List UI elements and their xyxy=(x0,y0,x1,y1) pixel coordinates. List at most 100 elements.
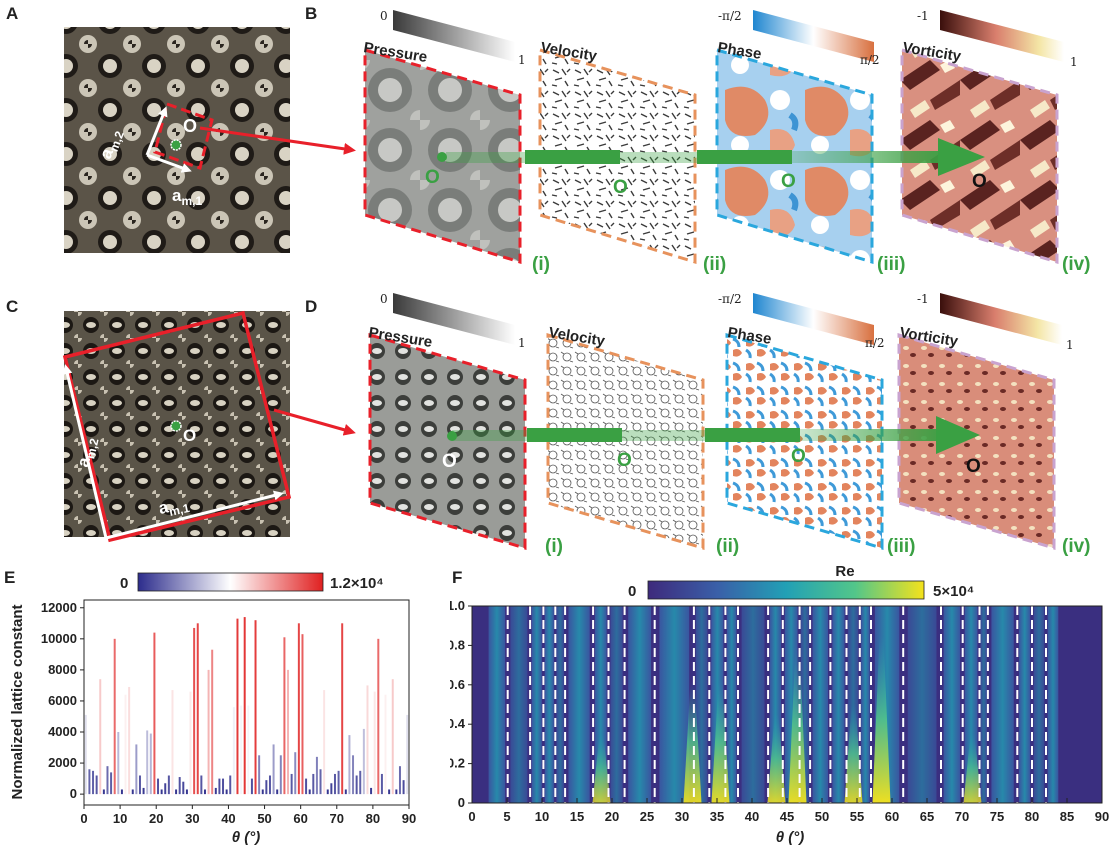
bar xyxy=(175,789,178,795)
bar xyxy=(182,781,185,795)
bar xyxy=(388,789,391,795)
bar xyxy=(398,766,401,795)
y-tick-label: 0.4 xyxy=(450,716,466,731)
stack-arrow-head-b xyxy=(938,138,985,176)
bar xyxy=(330,783,333,795)
bar xyxy=(164,783,167,795)
bar xyxy=(102,789,105,795)
x-tick-label: 40 xyxy=(221,811,235,826)
heatmap-band xyxy=(812,606,828,803)
x-tick-label: 0 xyxy=(80,811,87,826)
stack-arrow-segment-b2 xyxy=(697,150,792,164)
heatmap-band xyxy=(741,606,765,803)
bar xyxy=(377,638,380,795)
stack-arrow-tail-d xyxy=(800,429,940,441)
heatmap-band xyxy=(907,606,937,803)
pressure-cb-min-d: 0 xyxy=(380,292,388,306)
lattice-image-a xyxy=(64,27,290,253)
colorbar-max-f: 5×10⁴ xyxy=(933,583,974,600)
bar xyxy=(380,773,383,795)
bar xyxy=(149,733,152,795)
stack-arrow-head-d xyxy=(936,416,980,454)
y-axis-label-e: Normalized lattice constant xyxy=(9,604,26,799)
heatmap-band xyxy=(1019,606,1031,803)
zoom-arrow-c xyxy=(273,408,356,436)
bar xyxy=(131,789,134,795)
roman-label-d1: (i) xyxy=(545,536,563,557)
x-tick-label: 55 xyxy=(850,809,864,824)
bar xyxy=(362,728,365,795)
pressure-cb-min-b: 0 xyxy=(380,9,388,23)
y-tick-label: 0.6 xyxy=(450,677,465,692)
vorticity-colorbar-d xyxy=(940,293,1062,345)
x-tick-label: 60 xyxy=(293,811,307,826)
phase-colorbar-d xyxy=(753,293,874,345)
panel-label-f: F xyxy=(452,568,463,587)
colorbar-min-e: 0 xyxy=(120,575,128,592)
phase-cb-max-b: π/2 xyxy=(860,53,880,67)
x-tick-label: 65 xyxy=(920,809,934,824)
origin-label-a: O xyxy=(183,116,197,136)
panel-label-e: E xyxy=(4,568,16,587)
heatmap-band xyxy=(980,606,987,803)
origin-marker-a xyxy=(170,139,182,151)
bar xyxy=(366,685,369,795)
x-tick-label: 20 xyxy=(149,811,163,826)
bar xyxy=(297,623,300,795)
bar xyxy=(171,690,174,795)
panel-label-c: C xyxy=(6,297,19,316)
x-tick-label: 25 xyxy=(640,809,654,824)
origin-label-d3: O xyxy=(791,446,806,467)
bar xyxy=(200,775,203,795)
bar xyxy=(290,773,293,795)
origin-label-b3: O xyxy=(781,171,796,192)
hotspot xyxy=(963,734,982,803)
stack-arrow-segment-b1 xyxy=(525,150,620,164)
panel-label-b: B xyxy=(305,4,318,23)
bar xyxy=(124,694,127,795)
pressure-colorbar-b xyxy=(393,10,515,62)
heatmap-band xyxy=(659,606,690,803)
x-tick-label: 80 xyxy=(1025,809,1039,824)
y-ticks-f: 00.20.40.60.81.0 xyxy=(450,598,472,810)
origin-label-d2: O xyxy=(617,450,632,471)
phase-cb-max-d: π/2 xyxy=(865,336,885,350)
heatmap-band xyxy=(568,606,590,803)
bar xyxy=(185,789,188,795)
vector-am2-c xyxy=(62,364,108,539)
bar xyxy=(178,777,181,795)
bar xyxy=(391,679,394,795)
bar xyxy=(95,775,98,795)
bar xyxy=(250,778,253,795)
bar xyxy=(294,752,297,795)
bar xyxy=(193,627,196,795)
bar xyxy=(283,637,286,795)
heatmap-band xyxy=(1047,606,1059,803)
bar xyxy=(167,775,170,795)
hotspot xyxy=(788,645,807,803)
zoom-arrow-a xyxy=(199,126,356,155)
velocity-field-d xyxy=(546,333,705,550)
heatmap-band xyxy=(510,606,528,803)
bar xyxy=(279,755,282,795)
vector-am2-a xyxy=(145,106,168,156)
bar xyxy=(153,632,156,795)
bar xyxy=(157,778,160,795)
heatmap-band xyxy=(991,606,1014,803)
heatmap-band xyxy=(943,606,961,803)
heatmap-band xyxy=(695,606,708,803)
origin-label-b1: O xyxy=(425,167,440,188)
x-tick-label: 5 xyxy=(503,809,510,824)
bar xyxy=(243,617,246,795)
bar xyxy=(138,775,141,795)
vector-am1-c xyxy=(105,490,284,540)
bar xyxy=(308,789,311,795)
dashed-lines-f xyxy=(506,606,1047,803)
hotspot xyxy=(872,635,891,803)
origin-label-c: O xyxy=(183,426,196,445)
heatmap-band xyxy=(531,606,542,803)
pressure-cb-max-d: 1 xyxy=(518,336,526,350)
